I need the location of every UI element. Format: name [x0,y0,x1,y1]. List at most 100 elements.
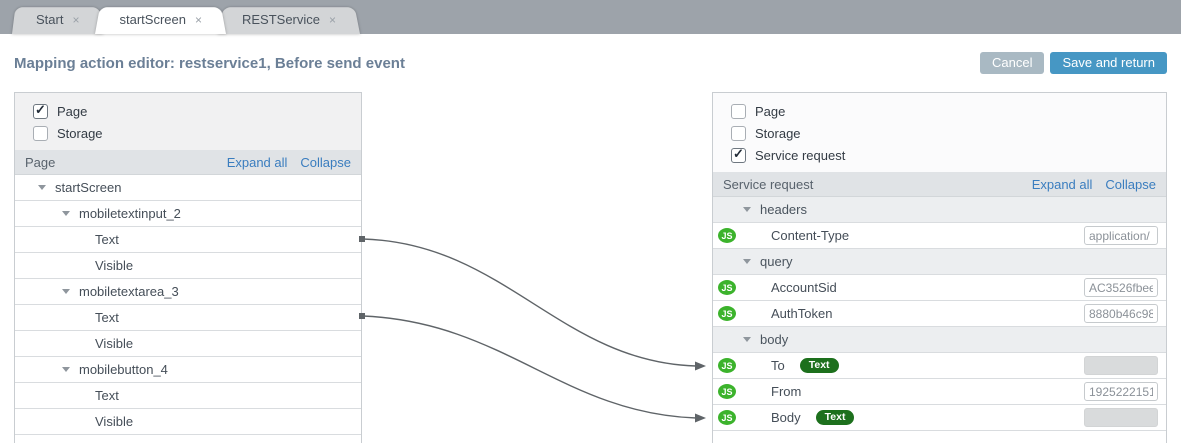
js-icon[interactable]: JS [718,228,736,243]
request-node-authtoken[interactable]: JS AuthToken [713,301,1166,327]
collapse-link[interactable]: Collapse [1105,176,1156,192]
target-panel-header: Service request Expand all Collapse [713,172,1166,197]
save-and-return-button[interactable]: Save and return [1050,52,1167,74]
connector-endpoints [359,236,706,423]
tab-label: RESTService [241,12,321,27]
page-title: Mapping action editor: restservice1, Bef… [14,55,405,72]
source-option-storage[interactable]: Storage [713,122,1166,144]
value-input [1084,408,1158,427]
tree-node-label: mobiletextarea_3 [79,284,179,299]
tree-node-text[interactable]: Text [15,227,361,253]
tree-node-text[interactable]: Text [15,305,361,331]
js-icon[interactable]: JS [718,384,736,399]
value-input[interactable] [1084,226,1158,245]
source-option-storage[interactable]: Storage [15,122,361,144]
source-option-label: Storage [57,125,103,141]
tree-node-mobilebutton_4[interactable]: mobilebutton_4 [15,357,361,383]
request-node-label: To [771,358,785,373]
tree-node-label: mobilebutton_4 [79,362,168,377]
collapse-link[interactable]: Collapse [300,154,351,170]
source-option-service-request[interactable]: ✓Service request [713,144,1166,166]
request-node-label: Content-Type [771,228,850,243]
source-panel-title: Page [25,154,56,170]
source-panel-header: Page Expand all Collapse [15,150,361,175]
tab-label: startScreen [119,12,186,27]
request-node-content-type[interactable]: JS Content-Type [713,223,1166,249]
source-option-label: Page [755,103,786,119]
js-icon[interactable]: JS [718,280,736,295]
value-input[interactable] [1084,304,1158,323]
request-node-label: AccountSid [771,280,837,295]
request-node-headers[interactable]: headers [713,197,1166,223]
expand-all-link[interactable]: Expand all [1031,176,1093,192]
tree-node-text[interactable]: Text [15,383,361,409]
tab-restservice[interactable]: RESTService × [218,5,360,34]
collapse-arrow-icon[interactable] [743,207,751,212]
checkbox-icon[interactable] [33,125,48,141]
tree-node-label: Visible [95,414,134,429]
collapse-arrow-icon[interactable] [743,337,751,342]
collapse-arrow-icon[interactable] [62,367,70,372]
check-icon: ✓ [733,145,744,161]
tree-node-visible[interactable]: Visible [15,409,361,435]
value-input [1084,356,1158,375]
tree-node-label: mobiletextinput_2 [79,206,181,221]
tree-node-label: startScreen [55,180,122,195]
source-option-page[interactable]: Page [713,100,1166,122]
collapse-arrow-icon[interactable] [38,185,46,190]
tree-node-label: Visible [95,336,134,351]
value-input[interactable] [1084,382,1158,401]
tab-close-icon[interactable]: × [194,12,202,27]
source-option-page[interactable]: ✓ Page [15,100,361,122]
mapped-text-badge[interactable]: Text [815,410,855,425]
tree-node-label: Text [95,388,119,403]
value-input[interactable] [1084,278,1158,297]
js-icon[interactable]: JS [718,306,736,321]
tree-node-label: Text [95,232,119,247]
tree-node-mobiletextarea_3[interactable]: mobiletextarea_3 [15,279,361,305]
js-icon[interactable]: JS [718,410,736,425]
collapse-arrow-icon[interactable] [743,259,751,264]
request-group-label: headers [760,202,807,217]
checkbox-icon[interactable] [731,125,746,141]
collapse-arrow-icon[interactable] [62,289,70,294]
tree-node-startscreen[interactable]: startScreen [15,175,361,201]
request-node-label: AuthToken [771,306,833,321]
cancel-button[interactable]: Cancel [980,52,1045,74]
tab-startscreen[interactable]: startScreen × [95,5,226,34]
tab-close-icon[interactable]: × [329,12,337,27]
tree-node-visible[interactable]: Visible [15,253,361,279]
connector-curve [362,238,697,419]
check-icon: ✓ [35,101,46,117]
source-option-label: Page [57,103,88,119]
tree-node-label: Visible [95,258,134,273]
tab-bar: Start× startScreen × RESTService × [0,0,1181,34]
request-node-to[interactable]: JS To Text [713,353,1166,379]
tree-node-mobiletextinput_2[interactable]: mobiletextinput_2 [15,201,361,227]
request-group-label: query [760,254,793,269]
request-node-query[interactable]: query [713,249,1166,275]
checkbox-icon[interactable]: ✓ [731,145,746,163]
mapped-text-badge[interactable]: Text [799,358,839,373]
tree-node-label: Text [95,310,119,325]
checkbox-icon[interactable]: ✓ [33,101,48,119]
request-node-accountsid[interactable]: JS AccountSid [713,275,1166,301]
collapse-arrow-icon[interactable] [62,211,70,216]
tab-start[interactable]: Start× [12,5,103,34]
request-group-label: body [760,332,789,347]
source-option-label: Storage [755,125,801,141]
expand-all-link[interactable]: Expand all [226,154,288,170]
tree-node-visible[interactable]: Visible [15,331,361,357]
request-node-body[interactable]: body [713,327,1166,353]
checkbox-icon[interactable] [731,103,746,119]
js-icon[interactable]: JS [718,358,736,373]
tab-close-icon[interactable]: × [72,12,80,27]
